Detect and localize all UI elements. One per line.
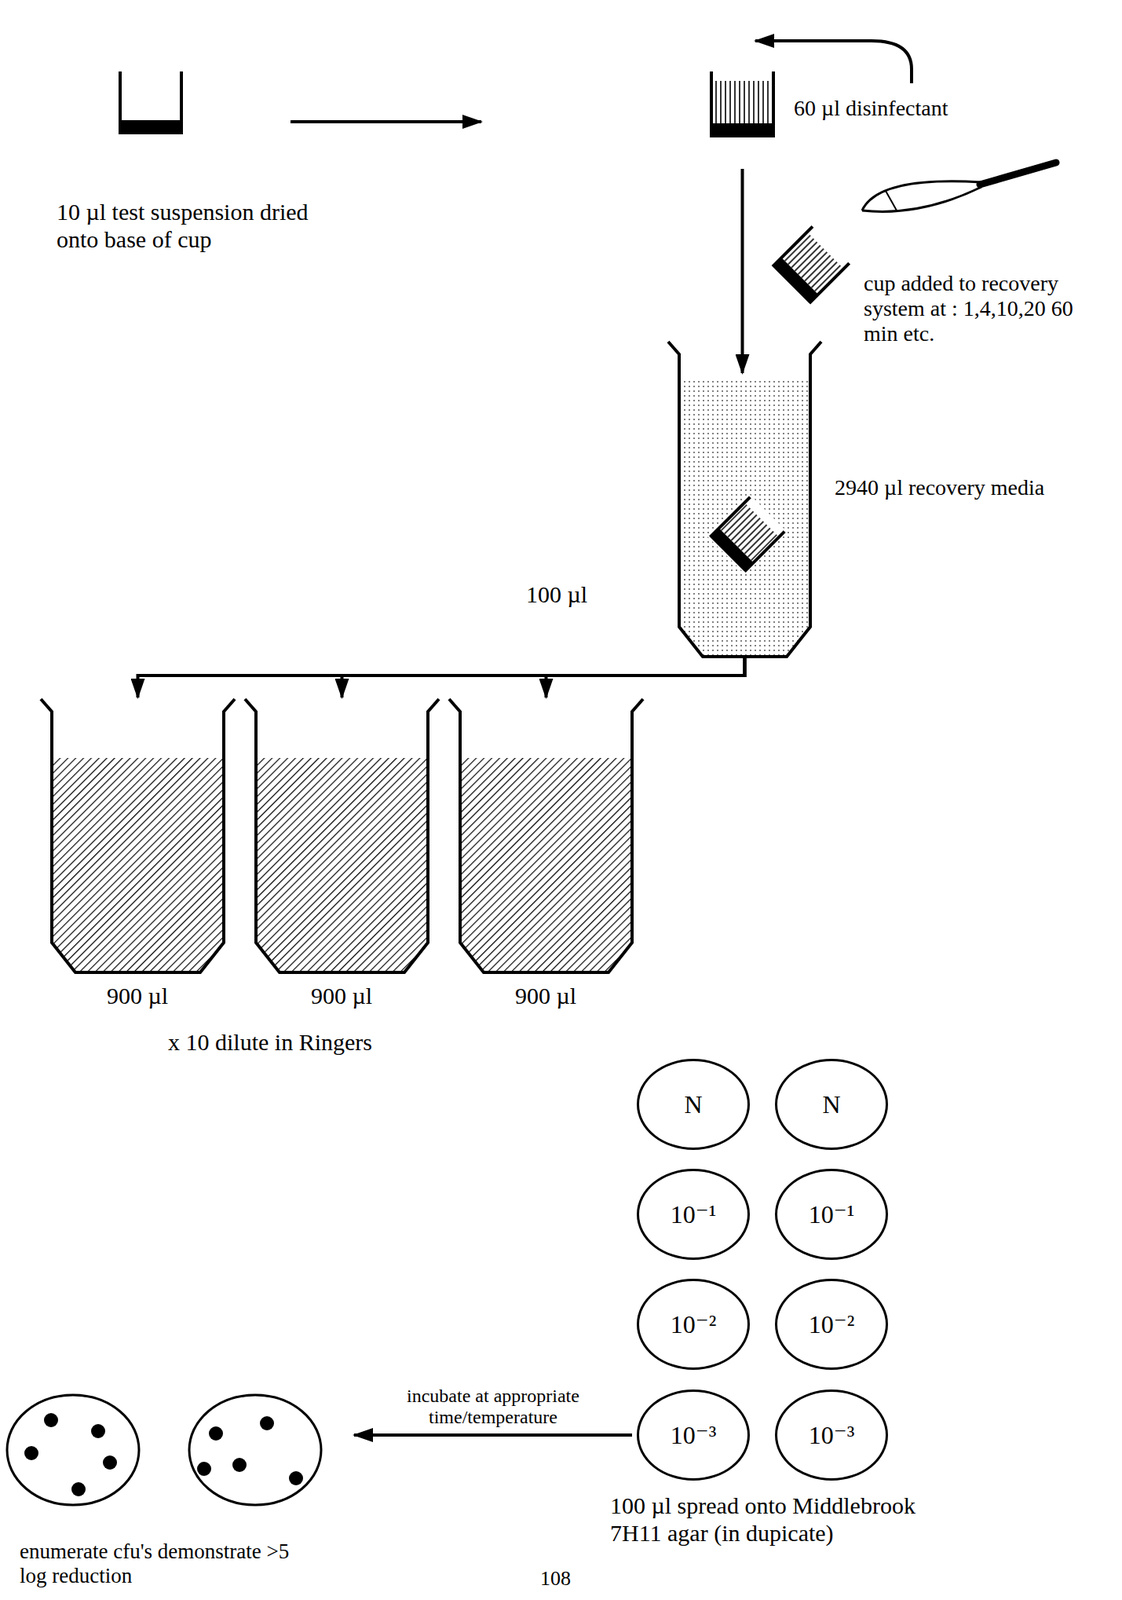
beaker: 2940 µl recovery media <box>663 337 1112 668</box>
agar-plate: 10⁻¹ <box>636 1168 750 1260</box>
tilted-cup <box>772 226 850 304</box>
agar-plate: 10⁻¹ <box>774 1168 889 1260</box>
beaker-outline <box>668 341 822 657</box>
agar-plate: 10⁻³ <box>636 1388 750 1481</box>
liquid <box>460 757 633 973</box>
node-outline <box>40 698 235 974</box>
node-outline <box>244 698 439 974</box>
node-caption: 900 µl <box>239 982 444 1010</box>
dilution-label: 10⁻¹ <box>808 1199 855 1229</box>
cup-outline <box>120 71 182 133</box>
cup: 60 µl disinfectant <box>702 66 978 146</box>
node-outline <box>117 71 184 135</box>
colony <box>232 1457 247 1472</box>
colony <box>288 1470 304 1485</box>
annotation: 100 µl spread onto Middlebrook 7H11 agar… <box>610 1491 956 1546</box>
liquid <box>51 757 224 973</box>
agar-plate <box>189 1394 322 1505</box>
node-caption: 10 µl test suspension dried onto base of… <box>56 198 328 253</box>
colony <box>197 1461 212 1476</box>
colony <box>24 1445 39 1460</box>
node-outline <box>709 71 776 138</box>
node-caption: 60 µl disinfectant <box>793 95 949 121</box>
beaker: 900 µl <box>35 694 243 1017</box>
agar-plate: 10⁻² <box>636 1278 750 1370</box>
beaker: 900 µl <box>239 694 447 1017</box>
liquid <box>255 757 428 973</box>
node-outline <box>3 1389 350 1508</box>
flow-arrow <box>342 656 746 698</box>
disinfectant-fill <box>713 80 772 125</box>
colony <box>102 1454 117 1470</box>
flow-arrow <box>354 1432 633 1437</box>
dilution-label: 10⁻² <box>808 1309 855 1339</box>
dilution-label: 10⁻³ <box>670 1420 717 1450</box>
immersed-cup <box>707 493 788 574</box>
agar-plate <box>7 1394 139 1505</box>
flow-arrow <box>290 120 482 124</box>
node-caption: enumerate cfu's demonstrate >5 log reduc… <box>19 1538 311 1588</box>
dilution-label: 10⁻² <box>670 1309 717 1339</box>
agar-plate: 10⁻³ <box>774 1388 889 1481</box>
colony <box>43 1412 59 1427</box>
edge-label: incubate at appropriate time/temperature <box>379 1385 607 1429</box>
annotation: x 10 dilute in Ringers <box>168 1028 373 1057</box>
annotation: cup added to recovery system at : 1,4,10… <box>863 270 1100 348</box>
tweezers <box>862 162 1057 212</box>
flow-arrow <box>138 656 746 698</box>
dilution-label: N <box>683 1089 702 1119</box>
node-outline <box>668 341 822 658</box>
node-outline <box>449 698 644 974</box>
beaker-outline <box>244 698 439 973</box>
flow-arrow <box>741 168 745 373</box>
colony <box>208 1425 223 1440</box>
colony <box>71 1481 86 1496</box>
dilution-label: 10⁻¹ <box>670 1199 717 1229</box>
return-arrow <box>755 40 912 84</box>
flow-arrow <box>546 656 746 698</box>
dried-film <box>120 120 182 133</box>
agar-plate: N <box>774 1058 889 1150</box>
dried-film <box>711 123 774 136</box>
beaker-outline <box>40 698 235 973</box>
node-caption: 2940 µl recovery media <box>834 475 1045 501</box>
dilution-label: N <box>822 1089 841 1119</box>
agar-plate: N <box>636 1058 750 1150</box>
beaker: 900 µl <box>443 694 651 1017</box>
result-plates: enumerate cfu's demonstrate >5 log reduc… <box>3 1389 358 1596</box>
node-caption: 900 µl <box>443 982 648 1010</box>
beaker-outline <box>449 698 644 973</box>
agar-plate: 10⁻² <box>774 1278 889 1370</box>
dilution-label: 10⁻³ <box>808 1420 855 1450</box>
liquid <box>679 380 811 657</box>
page-number: 108 <box>540 1566 571 1590</box>
colony <box>259 1415 275 1430</box>
node-caption: 900 µl <box>35 982 240 1010</box>
cup-outline <box>711 71 774 136</box>
cup: 10 µl test suspension dried onto base of… <box>47 66 362 260</box>
annotation: 100 µl <box>526 581 588 609</box>
colony <box>91 1423 106 1438</box>
